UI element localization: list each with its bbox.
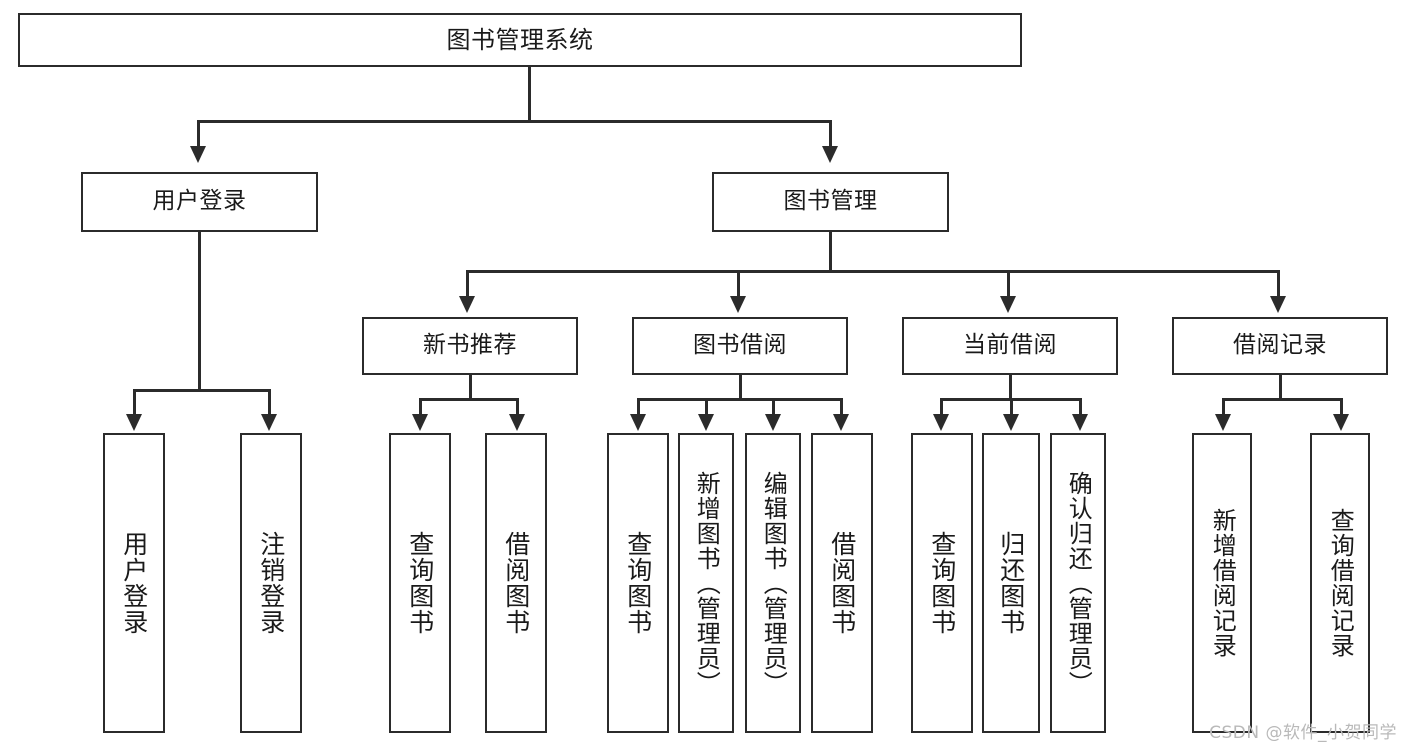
connector-to-new-book: [466, 270, 469, 298]
arrowhead-to-borrow-record: [1270, 296, 1286, 313]
arrowhead-to-current-borrow: [1000, 296, 1016, 313]
connector-book-borrow-drop-2: [705, 398, 708, 416]
connector-user-login-drop-2: [268, 389, 271, 416]
arrowhead-book-borrow-leaf-4: [833, 414, 849, 431]
connector-new-book-drop-1: [419, 398, 422, 416]
arrowhead-current-borrow-leaf-2: [1003, 414, 1019, 431]
connector-current-borrow-stem: [1009, 375, 1012, 400]
arrowhead-book-borrow-leaf-2: [698, 414, 714, 431]
node-label: 用户登录: [119, 531, 149, 635]
node-label: 当前借阅: [963, 332, 1057, 359]
arrowhead-user-login-leaf-2: [261, 414, 277, 431]
connector-new-book-stem: [469, 375, 472, 400]
connector-user-login-drop-1: [133, 389, 136, 416]
connector-to-current-borrow: [1007, 270, 1010, 298]
leaf-borrow-record-query: 查询借阅记录: [1310, 433, 1370, 733]
node-label: 查询借阅记录: [1326, 508, 1355, 658]
connector-book-borrow-bus: [637, 398, 840, 401]
arrowhead-to-book-borrow: [730, 296, 746, 313]
arrowhead-borrow-record-leaf-1: [1215, 414, 1231, 431]
node-label: 图书管理系统: [446, 25, 594, 54]
node-label: 注销登录: [256, 531, 286, 635]
connector-current-borrow-drop-3: [1079, 398, 1082, 416]
arrowhead-book-borrow-leaf-3: [765, 414, 781, 431]
connector-borrow-record-stem: [1279, 375, 1282, 400]
arrowhead-to-new-book: [459, 296, 475, 313]
leaf-new-book-borrow: 借阅图书: [485, 433, 547, 733]
node-label: 用户登录: [152, 188, 247, 215]
leaf-book-borrow-add: 新增图书（管理员）: [678, 433, 734, 733]
node-label: 借阅记录: [1233, 332, 1327, 359]
watermark-text: CSDN @软件_小贺同学: [1209, 723, 1397, 743]
node-label: 图书管理: [783, 188, 878, 215]
leaf-book-borrow-query: 查询图书: [607, 433, 669, 733]
connector-borrow-record-drop-2: [1340, 398, 1343, 416]
connector-root-to-user-login: [197, 120, 200, 148]
node-label: 归还图书: [996, 531, 1026, 635]
connector-book-borrow-drop-4: [840, 398, 843, 416]
node-root-system: 图书管理系统: [18, 13, 1022, 67]
node-label: 查询图书: [927, 531, 957, 635]
node-label: 新书推荐: [423, 332, 517, 359]
leaf-user-login-logout: 注销登录: [240, 433, 302, 733]
connector-new-book-drop-2: [516, 398, 519, 416]
node-label: 借阅图书: [827, 531, 857, 635]
connector-root-bus: [197, 120, 832, 123]
arrowhead-current-borrow-leaf-1: [933, 414, 949, 431]
leaf-current-borrow-query: 查询图书: [911, 433, 973, 733]
connector-book-borrow-drop-1: [637, 398, 640, 416]
arrowhead-user-login-leaf-1: [126, 414, 142, 431]
node-label: 查询图书: [623, 531, 653, 635]
arrowhead-borrow-record-leaf-2: [1333, 414, 1349, 431]
connector-level3-bus: [466, 270, 1280, 273]
arrowhead-new-book-leaf-2: [509, 414, 525, 431]
arrowhead-book-borrow-leaf-1: [630, 414, 646, 431]
connector-user-login-bus: [133, 389, 270, 392]
connector-root-stem: [528, 67, 531, 122]
connector-book-borrow-stem: [739, 375, 742, 400]
connector-book-mgmt-stem: [829, 232, 832, 272]
arrowhead-new-book-leaf-1: [412, 414, 428, 431]
leaf-book-borrow-borrow: 借阅图书: [811, 433, 873, 733]
node-label: 确认归还（管理员）: [1064, 470, 1093, 696]
leaf-current-borrow-return: 归还图书: [982, 433, 1040, 733]
arrowhead-root-to-user-login: [190, 146, 206, 163]
connector-borrow-record-drop-1: [1222, 398, 1225, 416]
connector-borrow-record-bus: [1222, 398, 1342, 401]
connector-root-to-book-mgmt: [829, 120, 832, 148]
node-label: 图书借阅: [693, 332, 787, 359]
node-user-login: 用户登录: [81, 172, 318, 232]
connector-to-borrow-record: [1277, 270, 1280, 298]
leaf-current-borrow-confirm: 确认归还（管理员）: [1050, 433, 1106, 733]
connector-current-borrow-drop-1: [940, 398, 943, 416]
node-book-borrow: 图书借阅: [632, 317, 848, 375]
leaf-new-book-query: 查询图书: [389, 433, 451, 733]
connector-to-book-borrow: [737, 270, 740, 298]
arrowhead-current-borrow-leaf-3: [1072, 414, 1088, 431]
node-label: 编辑图书（管理员）: [759, 470, 788, 696]
arrowhead-root-to-book-mgmt: [822, 146, 838, 163]
node-label: 借阅图书: [501, 531, 531, 635]
leaf-book-borrow-edit: 编辑图书（管理员）: [745, 433, 801, 733]
connector-new-book-bus: [419, 398, 519, 401]
node-borrow-record: 借阅记录: [1172, 317, 1388, 375]
connector-current-borrow-drop-2: [1010, 398, 1013, 416]
node-label: 查询图书: [405, 531, 435, 635]
node-current-borrow: 当前借阅: [902, 317, 1118, 375]
connector-book-borrow-drop-3: [772, 398, 775, 416]
node-label: 新增借阅记录: [1208, 508, 1237, 658]
leaf-borrow-record-add: 新增借阅记录: [1192, 433, 1252, 733]
node-book-management: 图书管理: [712, 172, 949, 232]
node-new-book-recommend: 新书推荐: [362, 317, 578, 375]
leaf-user-login-login: 用户登录: [103, 433, 165, 733]
connector-user-login-stem: [198, 232, 201, 392]
node-label: 新增图书（管理员）: [692, 470, 721, 696]
